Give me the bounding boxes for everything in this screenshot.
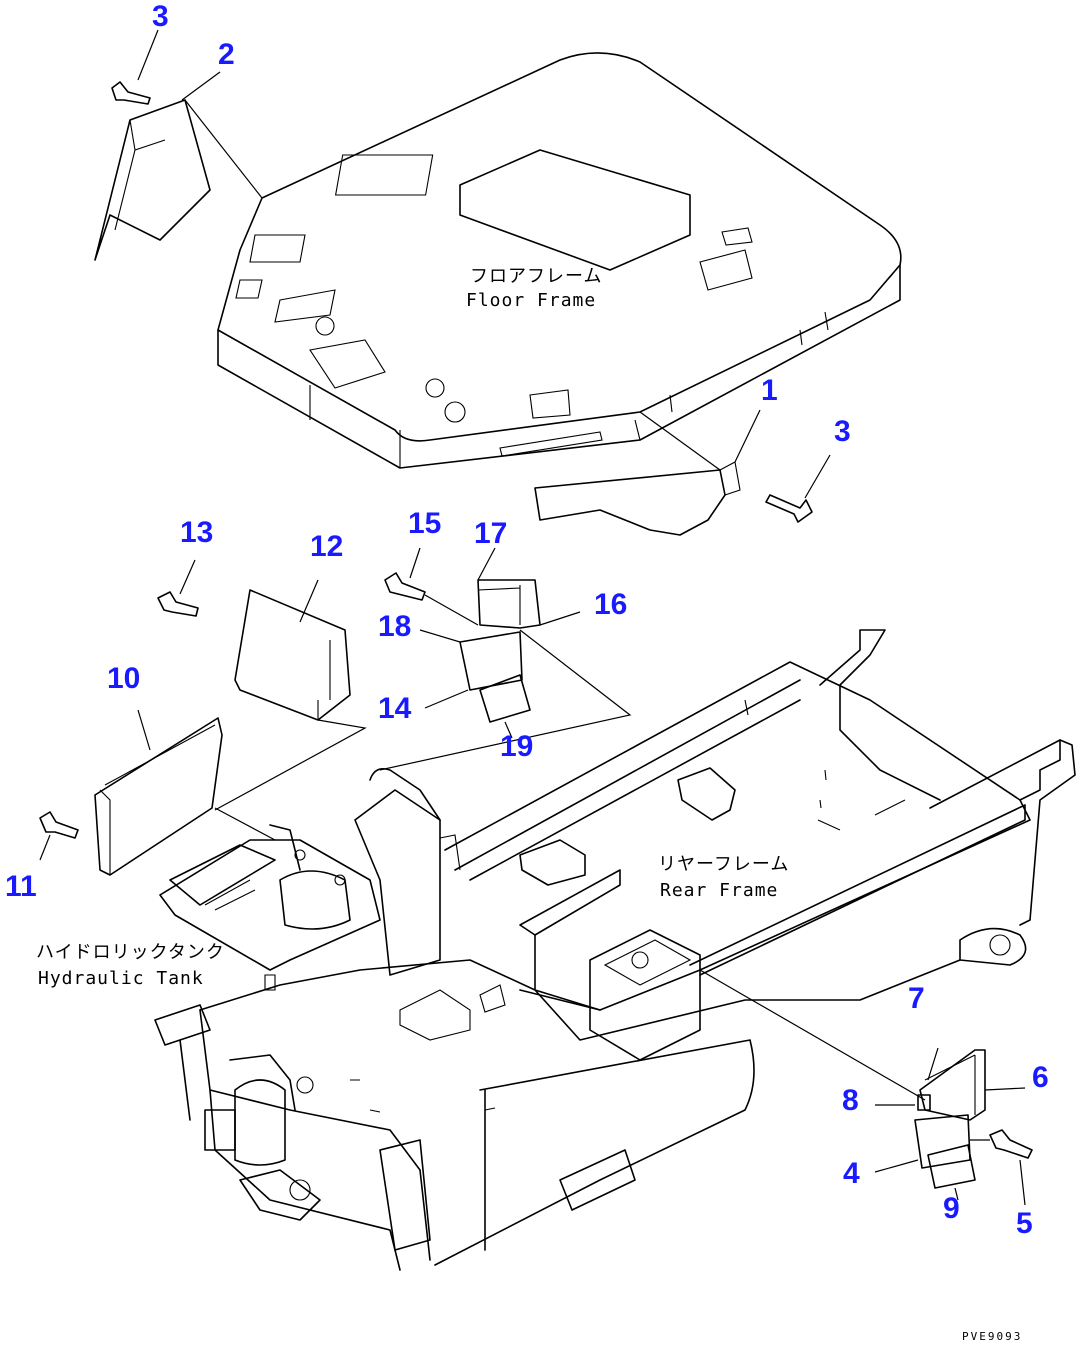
frame-labels: フロアフレーム Floor Frame リヤーフレーム Rear Frame ハ… (36, 266, 1022, 1343)
part-9-shim (927, 1144, 976, 1201)
callouts: 3 2 1 3 13 12 15 17 16 18 10 14 19 11 7 … (5, 0, 1049, 1240)
part-14-plate (419, 629, 523, 709)
callout-15: 15 (408, 507, 441, 540)
hydraulic-tank-label-jp: ハイドロリックタンク (36, 942, 225, 963)
part-2-bracket (94, 71, 263, 261)
floor-frame-label-en: Floor Frame (466, 290, 596, 311)
bolt-3-right (765, 454, 831, 523)
callout-9: 9 (943, 1192, 960, 1225)
callout-6: 6 (1032, 1061, 1049, 1094)
callout-8: 8 (842, 1084, 859, 1117)
part-8-washer (875, 1094, 931, 1111)
hydraulic-tank-label-en: Hydraulic Tank (38, 968, 204, 989)
bolt-11 (39, 811, 79, 861)
floor-frame (217, 52, 902, 469)
callout-13: 13 (180, 516, 213, 549)
part-6-bracket (699, 969, 1026, 1121)
part-1-plate (534, 409, 761, 536)
part-16-bracket (379, 547, 632, 771)
bolt-3-top (111, 29, 159, 105)
callout-1: 1 (761, 374, 778, 407)
callout-14: 14 (378, 692, 412, 725)
callout-17: 17 (474, 517, 507, 550)
callout-4: 4 (843, 1157, 860, 1190)
rear-frame-label-jp: リヤーフレーム (658, 854, 789, 875)
callout-18: 18 (378, 610, 411, 643)
callout-3-top: 3 (152, 0, 169, 33)
part-10-cover (94, 709, 276, 876)
callout-12: 12 (310, 530, 343, 563)
floor-frame-label-jp: フロアフレーム (470, 266, 602, 287)
bolt-5 (970, 1129, 1033, 1206)
callout-10: 10 (107, 662, 140, 695)
callout-5: 5 (1016, 1207, 1033, 1240)
part-19-shim (479, 674, 531, 739)
callout-7: 7 (908, 982, 925, 1015)
chassis-body (154, 959, 961, 1271)
callout-16: 16 (594, 588, 627, 621)
part-4-plate (874, 1114, 971, 1173)
rear-frame-label-en: Rear Frame (660, 880, 778, 901)
callout-3-right: 3 (834, 415, 851, 448)
bolt-15 (384, 547, 479, 626)
callout-19: 19 (500, 730, 533, 763)
drawing-code: PVE9093 (962, 1330, 1022, 1343)
callout-2: 2 (218, 38, 235, 71)
part-12-plate (214, 579, 367, 811)
hydraulic-tank (159, 767, 461, 976)
bolt-13 (157, 559, 199, 617)
callout-11: 11 (5, 870, 37, 903)
